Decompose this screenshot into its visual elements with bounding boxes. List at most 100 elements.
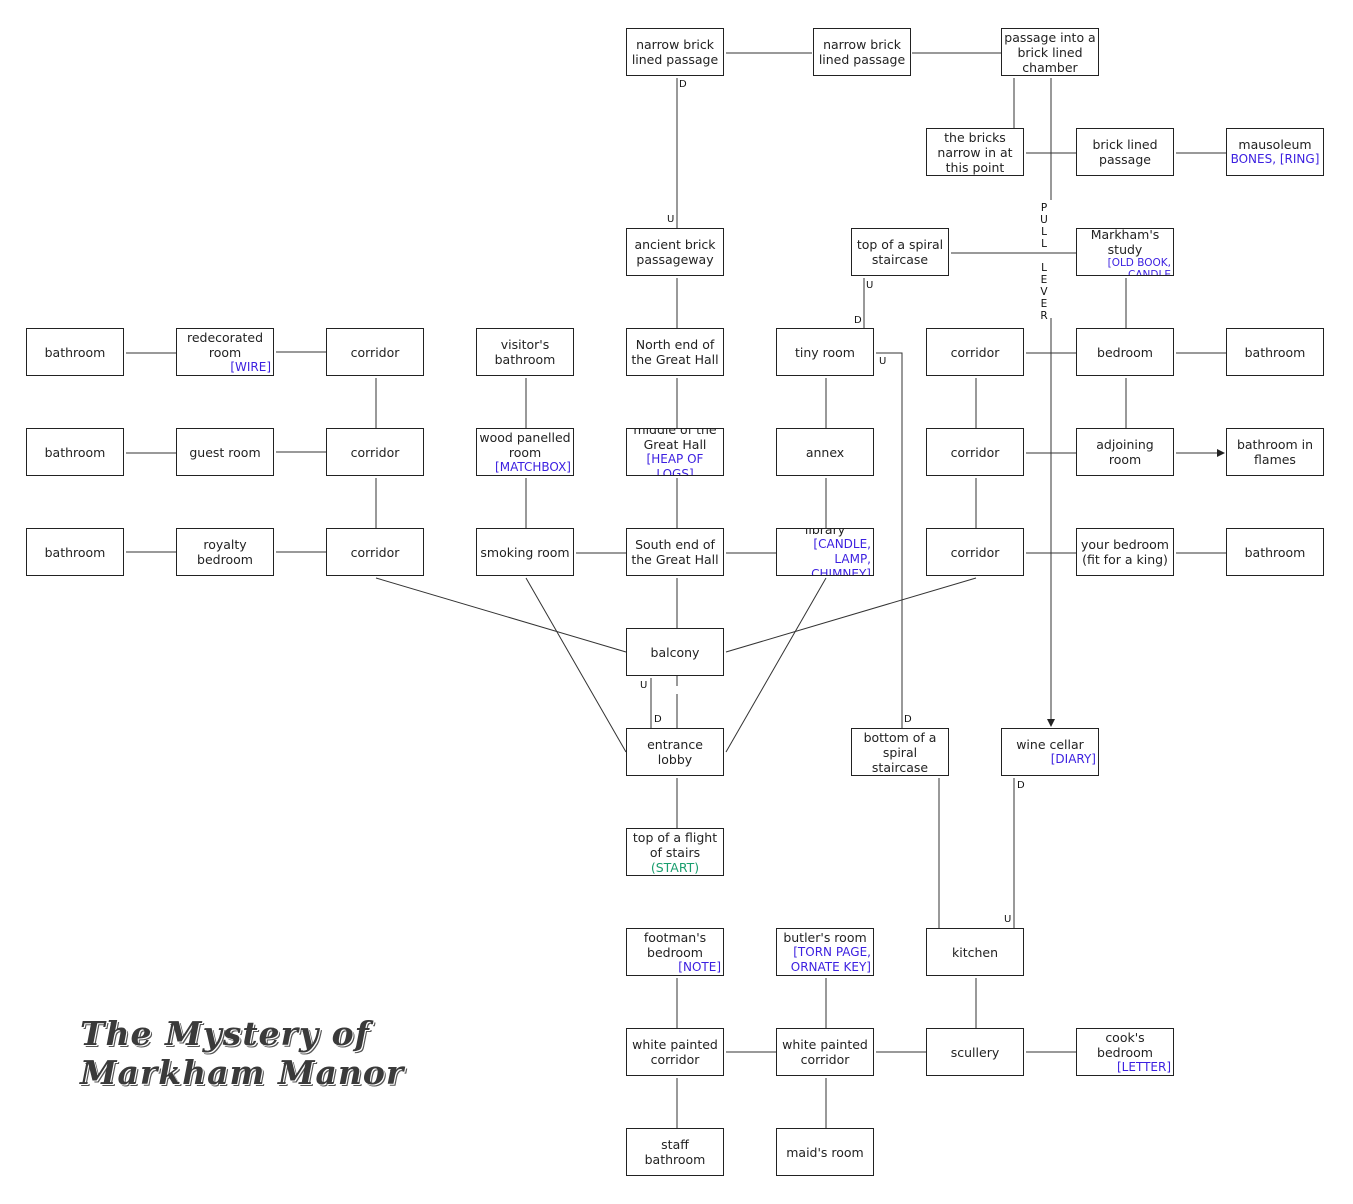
room-name: corridor: [350, 344, 400, 360]
room-spiral-top: top of a spiral staircase: [851, 228, 949, 276]
room-wood-panelled: wood panelled room[MATCHBOX]: [476, 428, 574, 476]
room-items: [OLD BOOK, CANDLE HOLDER]: [1107, 256, 1171, 276]
room-name: staff bathroom: [644, 1137, 706, 1167]
room-name: bathroom in flames: [1236, 437, 1314, 467]
room-footmans-bedroom: footman's bedroom[NOTE]: [626, 928, 724, 976]
room-balcony: balcony: [626, 628, 724, 676]
room-bath-e3: bathroom: [1226, 528, 1324, 576]
room-name: bathroom: [44, 544, 106, 560]
room-name: bathroom: [1244, 544, 1306, 560]
room-corridor-w1: corridor: [326, 328, 424, 376]
room-name: bedroom: [1097, 344, 1153, 360]
room-library: library[CANDLE, LAMP, CHIMNEY]: [776, 528, 874, 576]
room-name: corridor: [350, 544, 400, 560]
room-name: visitor's bathroom: [494, 337, 556, 367]
room-stairs-top: top of a flight of stairs(START): [626, 828, 724, 876]
room-bath-w2: bathroom: [26, 428, 124, 476]
room-scullery: scullery: [926, 1028, 1024, 1076]
room-ancient-passage: ancient brick passageway: [626, 228, 724, 276]
room-name: corridor: [950, 544, 1000, 560]
room-name: ancient brick passageway: [634, 237, 716, 267]
room-study: Lord Markham's study[OLD BOOK, CANDLE HO…: [1076, 228, 1174, 276]
direction-label: D: [854, 315, 862, 326]
room-name: footman's bedroom: [643, 929, 707, 960]
room-name: entrance lobby: [647, 737, 703, 767]
connection: [525, 577, 627, 753]
direction-label: U: [667, 214, 675, 225]
room-corridor-w2: corridor: [326, 428, 424, 476]
room-corridor-e3: corridor: [926, 528, 1024, 576]
room-white-corridor-1: white painted corridor: [626, 1028, 724, 1076]
room-name: passage into a brick lined chamber: [1004, 29, 1096, 75]
direction-label: U: [1004, 914, 1012, 925]
room-narrow-passage-1: narrow brick lined passage: [626, 28, 724, 76]
room-items: BONES, [RING]: [1230, 152, 1320, 166]
room-bedroom: bedroom: [1076, 328, 1174, 376]
room-name: top of a flight of stairs: [632, 829, 718, 860]
room-bath-w1: bathroom: [26, 328, 124, 376]
room-spiral-bottom: bottom of a spiral staircase: [851, 728, 949, 776]
room-name: North end of the Great Hall: [631, 337, 719, 367]
room-hall-middle: middle of the Great Hall[HEAP OF LOGS]: [626, 428, 724, 476]
room-butlers-room: butler's room[TORN PAGE, ORNATE KEY]: [776, 928, 874, 976]
room-bath-w3: bathroom: [26, 528, 124, 576]
room-brick-passage: brick lined passage: [1076, 128, 1174, 176]
room-name: redecorated room: [186, 329, 264, 360]
room-name: kitchen: [951, 944, 999, 960]
room-name: white painted corridor: [632, 1037, 718, 1067]
connection: [876, 352, 903, 728]
room-redecorated: redecorated room[WIRE]: [176, 328, 274, 376]
room-passage-chamber: passage into a brick lined chamber: [1001, 28, 1099, 76]
room-entrance-lobby: entrance lobby: [626, 728, 724, 776]
room-name: bathroom: [44, 444, 106, 460]
room-name: Lord Markham's study: [1090, 228, 1160, 257]
room-tiny-room: tiny room: [776, 328, 874, 376]
room-bricks-narrow: the bricks narrow in at this point: [926, 128, 1024, 176]
room-corridor-w3: corridor: [326, 528, 424, 576]
direction-label: U: [640, 680, 648, 691]
room-name: corridor: [950, 444, 1000, 460]
room-guest-room: guest room: [176, 428, 274, 476]
room-adjoining: adjoining room: [1076, 428, 1174, 476]
room-bath-e1: bathroom: [1226, 328, 1324, 376]
room-name: wine cellar: [1016, 737, 1084, 752]
room-name: middle of the Great Hall: [633, 428, 717, 452]
direction-label: D: [679, 79, 687, 90]
room-name: corridor: [950, 344, 1000, 360]
direction-label: D: [1017, 780, 1025, 791]
start-marker: (START): [650, 859, 700, 875]
direction-label: U: [879, 356, 887, 367]
direction-label: D: [654, 714, 662, 725]
room-name: royalty bedroom: [197, 537, 253, 567]
connection: [375, 577, 627, 653]
room-wine-cellar: wine cellar[DIARY]: [1001, 728, 1099, 776]
direction-label: D: [904, 714, 912, 725]
room-your-bedroom: your bedroom (fit for a king): [1076, 528, 1174, 576]
room-items: [TORN PAGE, ORNATE KEY]: [790, 944, 871, 974]
room-maids-room: maid's room: [776, 1128, 874, 1176]
room-items: [CANDLE, LAMP, CHIMNEY]: [811, 537, 871, 576]
connection: [725, 577, 977, 653]
direction-label: U: [866, 280, 874, 291]
room-name: white painted corridor: [782, 1037, 868, 1067]
room-name: South end of the Great Hall: [631, 537, 719, 567]
room-name: adjoining room: [1096, 437, 1154, 467]
room-corridor-e1: corridor: [926, 328, 1024, 376]
room-annex: annex: [776, 428, 874, 476]
room-visitors-bath: visitor's bathroom: [476, 328, 574, 376]
room-narrow-passage-2: narrow brick lined passage: [813, 28, 911, 76]
room-items: [LETTER]: [1117, 1059, 1171, 1074]
room-hall-north: North end of the Great Hall: [626, 328, 724, 376]
room-name: the bricks narrow in at this point: [937, 129, 1013, 175]
room-name: balcony: [650, 644, 700, 660]
game-title-logo: The Mystery of Markham Manor: [80, 1014, 405, 1092]
room-kitchen: kitchen: [926, 928, 1024, 976]
room-name: bathroom: [1244, 344, 1306, 360]
room-name: butler's room: [783, 929, 867, 945]
room-items: [HEAP OF LOGS]: [646, 452, 704, 476]
room-name: wood panelled room: [479, 429, 571, 460]
room-name: corridor: [350, 444, 400, 460]
